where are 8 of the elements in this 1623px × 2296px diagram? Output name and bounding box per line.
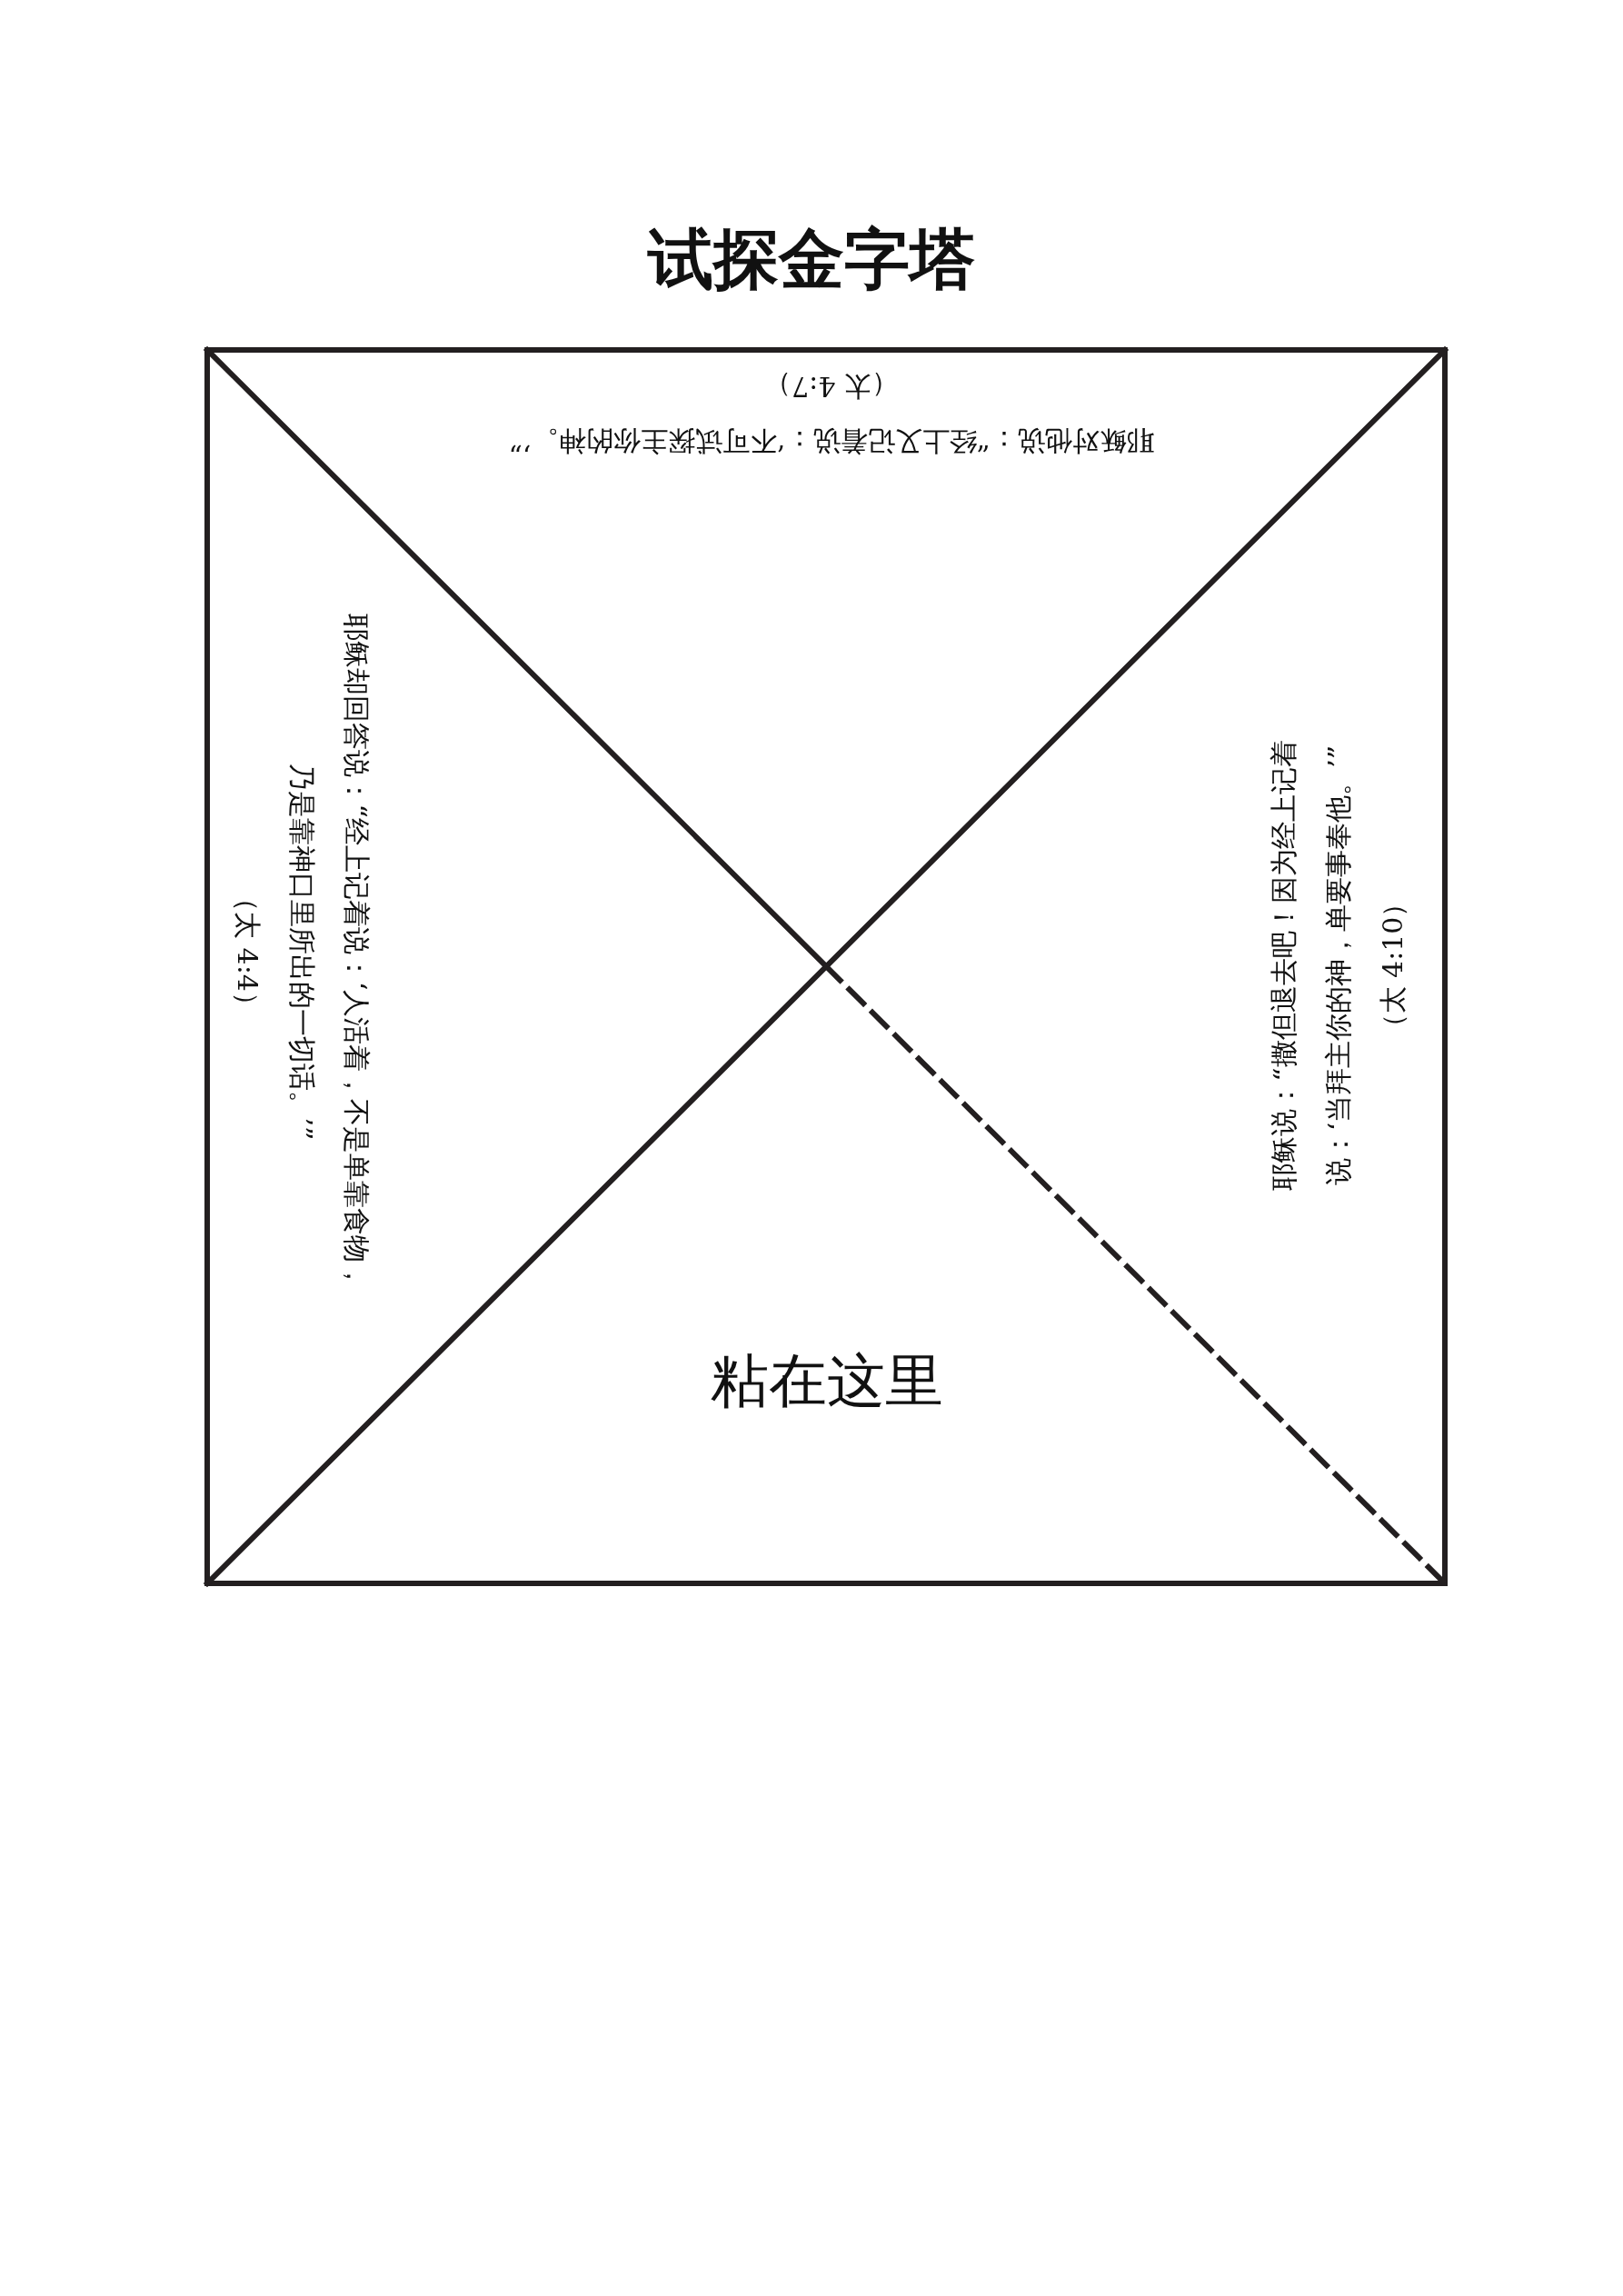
verse-text: 耶稣却回答说：“经上记着说：‘人活着，不是单靠食物，乃是靠神口里所出的一切话。’”: [285, 612, 373, 1293]
verse-text: 耶稣说：“撒但退去吧！因为经上记着说：‘当拜主你的神，单要事奉他。’”: [1266, 739, 1354, 1193]
title: 试探金字塔: [646, 219, 976, 299]
verse-reference: （太 4:7）: [763, 370, 900, 404]
verse-reference: （太 4:10）: [1375, 888, 1409, 1043]
verse-text: 耶稣对他说：“经上又记着说：‘不可试探主你的神。’”: [508, 424, 1155, 459]
instruction-text: 粘在这里: [710, 1346, 944, 1416]
verse-reference: （太 4:4）: [231, 883, 264, 1021]
